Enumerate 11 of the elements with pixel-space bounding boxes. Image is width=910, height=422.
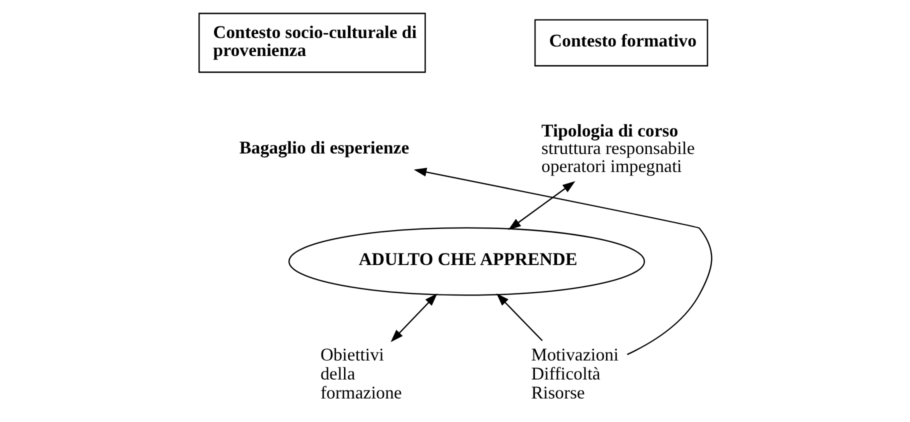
node-box: Contesto formativo (534, 19, 708, 66)
node-text: Obiettivi della formazione (320, 344, 402, 403)
arrow (508, 181, 575, 230)
arrow (390, 293, 437, 342)
node-text: Bagaglio di esperienze (238, 138, 409, 158)
node-text: Tipologia di corso struttura responsabile operatori impegnati (540, 120, 694, 176)
node-text: Motivazioni Difficoltà Risorse (530, 344, 618, 403)
arrow (413, 168, 712, 356)
arrow (496, 293, 542, 342)
node-ellipse: ADULTO CHE APPRENDE (288, 227, 645, 296)
node-box: Contesto socio-culturale di provenienza (198, 12, 426, 73)
